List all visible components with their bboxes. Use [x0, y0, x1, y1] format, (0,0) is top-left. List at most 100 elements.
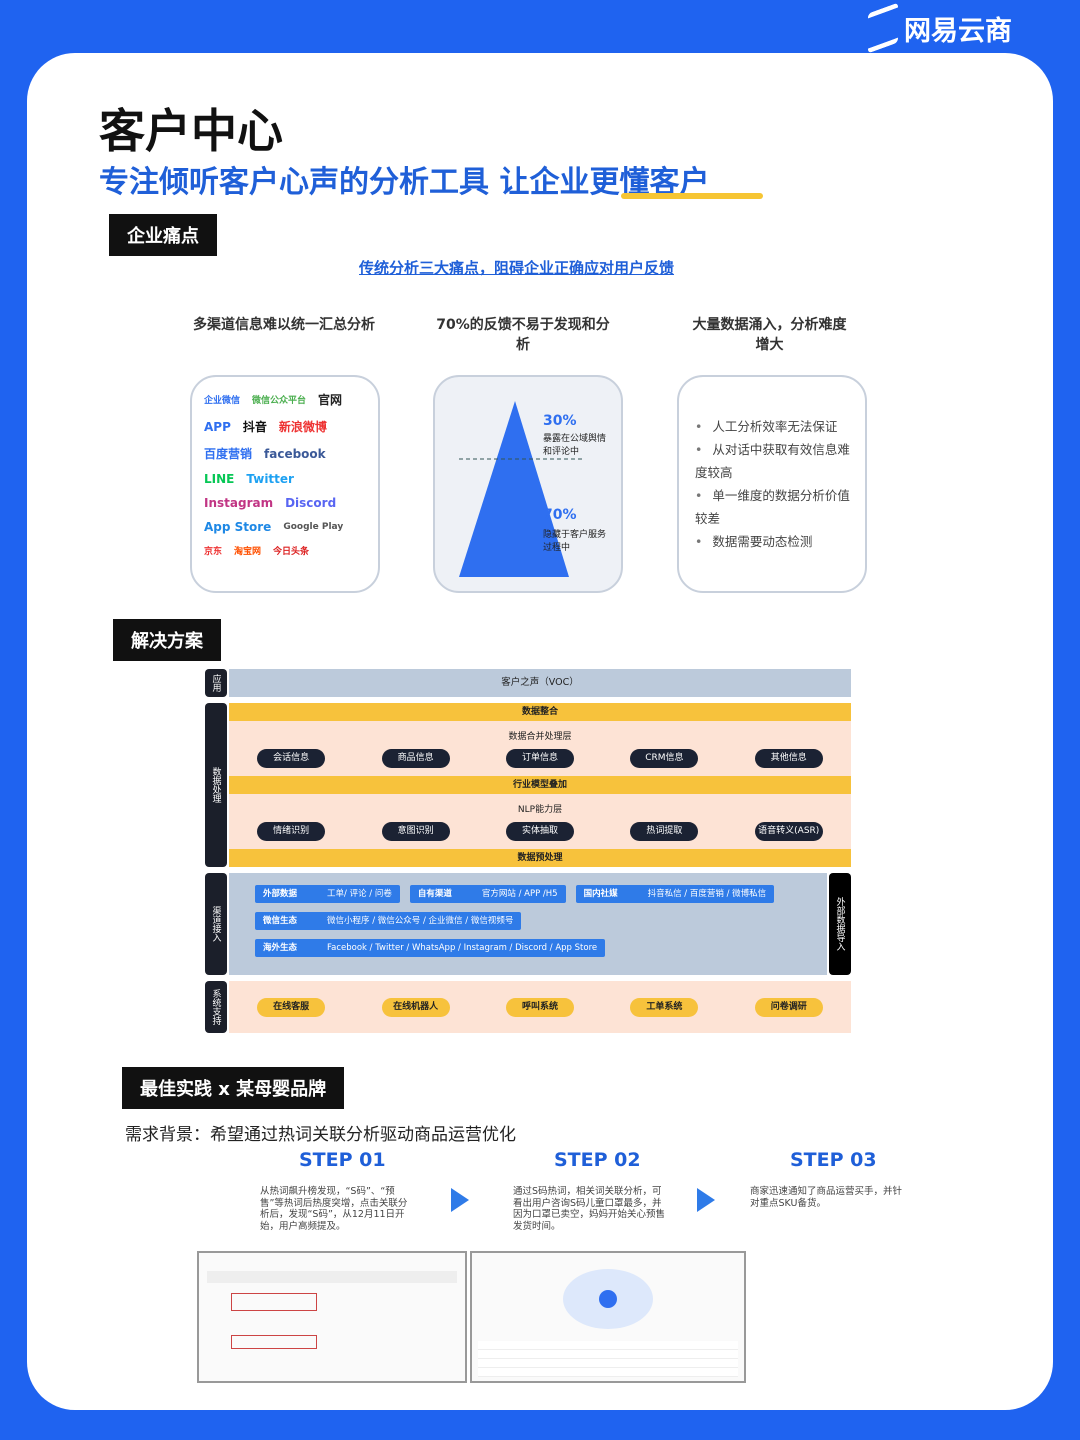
brand-name: 网易云商: [904, 15, 1012, 47]
section-tag-solution: 解决方案: [113, 619, 221, 661]
channel-logo: 今日头条: [273, 547, 310, 557]
app-label: 应用: [205, 669, 227, 697]
step-2-title: STEP 02: [554, 1149, 641, 1171]
page-subtitle: 专注倾听客户心声的分析工具 让企业更懂客户: [99, 165, 710, 200]
case-background: 需求背景：希望通过热词关联分析驱动商品运营优化: [125, 1125, 516, 1145]
bullet: 人工分析效率无法保证: [695, 415, 851, 438]
channel-key: 国内社媒: [583, 889, 618, 899]
channel-logo: 官网: [318, 393, 343, 407]
step-3-text: 商家迅速通知了商品运营买手，并针对重点SKU备货。: [750, 1186, 903, 1209]
channel-key: 海外生态: [263, 943, 298, 953]
support-label: 系统支持: [205, 981, 227, 1033]
support-pill: 呼叫系统: [505, 997, 574, 1017]
pain-point-3: 大量数据涌入，分析难度增大: [692, 317, 847, 353]
channel-logo: Google Play: [283, 522, 344, 532]
section-tag-case: 最佳实践 x 某母婴品牌: [122, 1067, 345, 1109]
section-tag-pain: 企业痛点: [109, 214, 217, 256]
channel-value: 微信小程序 / 微信公众号 / 企业微信 / 微信视频号: [327, 916, 514, 926]
merge-item-pill: CRM信息: [630, 749, 699, 769]
nlp-layer: NLP能力层: [517, 804, 563, 815]
content-card: 客户中心 专注倾听客户心声的分析工具 让企业更懂客户 企业痛点 传统分析三大痛点…: [27, 53, 1053, 1410]
arrow-right-icon: [451, 1188, 469, 1212]
step-3-title: STEP 03: [790, 1149, 877, 1171]
support-pill: 问卷调研: [754, 997, 823, 1017]
channel-key: 外部数据: [263, 889, 298, 899]
support-pill: 工单系统: [630, 997, 699, 1017]
pyramid-chart: [459, 401, 583, 577]
channel-logo: facebook: [264, 446, 326, 461]
channel-value: 官方网站 / APP /H5: [481, 889, 558, 899]
step-2-text: 通过S码热词，相关词关联分析，可看出用户咨询S码儿童口罩最多，并因为口罩已卖空，…: [513, 1186, 666, 1232]
channel-key: 自有渠道: [417, 889, 452, 899]
channel-row: 海外生态 Facebook / Twitter / WhatsApp / Inst…: [255, 939, 801, 957]
integrate-band: 数据整合: [229, 703, 851, 721]
page-title: 客户中心: [99, 104, 283, 158]
pain-point-2: 70%的反馈不易于发现和分析: [436, 317, 610, 353]
support-pill: 在线机器人: [381, 997, 450, 1017]
channel-logo: App Store: [204, 520, 272, 534]
channel-logo: APP: [204, 419, 231, 434]
nlp-item-pill: 实体抽取: [505, 822, 574, 842]
step-1-title: STEP 01: [299, 1149, 386, 1171]
nlp-item-pill: 意图识别: [381, 822, 450, 842]
channel-logo: 微信公众平台: [252, 396, 307, 406]
pain-link[interactable]: 传统分析三大痛点，阻碍企业正确应对用户反馈: [359, 259, 675, 277]
logo-icon: [868, 2, 898, 54]
preprocess-band: 数据预处理: [229, 848, 851, 867]
model-band: 行业模型叠加: [229, 775, 851, 794]
channel-key: 微信生态: [263, 916, 298, 926]
bullet: 从对话中获取有效信息难度较高: [695, 438, 851, 484]
channel-label: 渠道接入: [205, 873, 227, 975]
nlp-item-pill: 热词提取: [630, 822, 699, 842]
channel-logo: 新浪微博: [278, 420, 327, 434]
voc-bar: 客户之声（VOC）: [229, 669, 851, 697]
merge-item-pill: 商品信息: [381, 749, 450, 769]
channel-logo: 京东: [204, 547, 223, 557]
support-pill: 在线客服: [257, 997, 326, 1017]
channel-chip: 自有渠道 官方网站 / APP /H5: [409, 885, 566, 903]
channel-logo: Discord: [285, 496, 337, 510]
channel-chip: 外部数据 工单/ 评论 / 问卷: [255, 885, 400, 903]
proc-label: 数据处理: [205, 703, 227, 867]
bullet-box: 人工分析效率无法保证 从对话中获取有效信息难度较高 单一维度的数据分析价值较差 …: [677, 375, 867, 593]
channel-logo: 百度营销: [204, 447, 253, 461]
bullet: 数据需要动态检测: [695, 530, 851, 553]
highlight-underline: [621, 193, 763, 199]
pyramid-shape: [459, 401, 569, 577]
channel-row: 微信生态 微信小程序 / 微信公众号 / 企业微信 / 微信视频号: [255, 912, 801, 930]
channel-chip: 微信生态 微信小程序 / 微信公众号 / 企业微信 / 微信视频号: [255, 912, 522, 930]
arrow-right-icon: [697, 1188, 715, 1212]
channel-logo: 抖音: [242, 420, 267, 434]
merge-layer: 数据合并处理层: [508, 731, 572, 742]
channel-value: 抖音私信 / 百度营销 / 微博私信: [647, 889, 767, 899]
channel-logo: 淘宝网: [234, 547, 262, 557]
nlp-item-pill: 语音转义(ASR): [754, 822, 823, 842]
merge-item-pill: 订单信息: [505, 749, 574, 769]
step-1-text: 从热词飙升榜发现，“S码”、“预售”等热词后热度突增，点击关联分析后，发现“S码…: [260, 1186, 408, 1232]
merge-item-pill: 会话信息: [257, 749, 326, 769]
channel-logo: 企业微信: [204, 396, 241, 406]
channel-value: 工单/ 评论 / 问卷: [327, 889, 392, 899]
pyramid-box: 30% 暴露在公域舆情和评论中 70% 隐藏于客户服务过程中: [433, 375, 623, 593]
channel-logo: LINE: [204, 472, 235, 486]
channel-chip: 国内社媒 抖音私信 / 百度营销 / 微博私信: [575, 885, 775, 903]
channel-value: Facebook / Twitter / WhatsApp / Instagra…: [327, 943, 598, 953]
architecture-diagram: 应用 客户之声（VOC） 数据处理 数据整合 数据合并处理层 会话信息 商品信息 订…: [205, 669, 851, 1039]
channel-row: 外部数据 工单/ 评论 / 问卷 自有渠道 官方网站 / APP /H5 国内社媒 抖音私…: [255, 885, 801, 903]
channel-chip: 海外生态 Facebook / Twitter / WhatsApp / Inst…: [255, 939, 606, 957]
channel-logo: Twitter: [246, 472, 294, 486]
brand-logo: 网易云商: [868, 2, 1012, 54]
bottom-pct: 70%: [543, 507, 577, 523]
top-pct: 30%: [543, 413, 577, 429]
external-label: 外部数据导入: [829, 873, 851, 975]
relation-graph-screenshot: [470, 1251, 746, 1383]
top-text: 暴露在公域舆情和评论中: [543, 434, 607, 457]
bottom-text: 隐藏于客户服务过程中: [543, 530, 607, 553]
merge-item-pill: 其他信息: [754, 749, 823, 769]
nlp-item-pill: 情绪识别: [257, 822, 326, 842]
pain-point-1: 多渠道信息难以统一汇总分析: [193, 317, 375, 333]
hotword-table-screenshot: [197, 1251, 467, 1383]
channel-logo: Instagram: [204, 496, 274, 510]
bullet: 单一维度的数据分析价值较差: [695, 484, 851, 530]
